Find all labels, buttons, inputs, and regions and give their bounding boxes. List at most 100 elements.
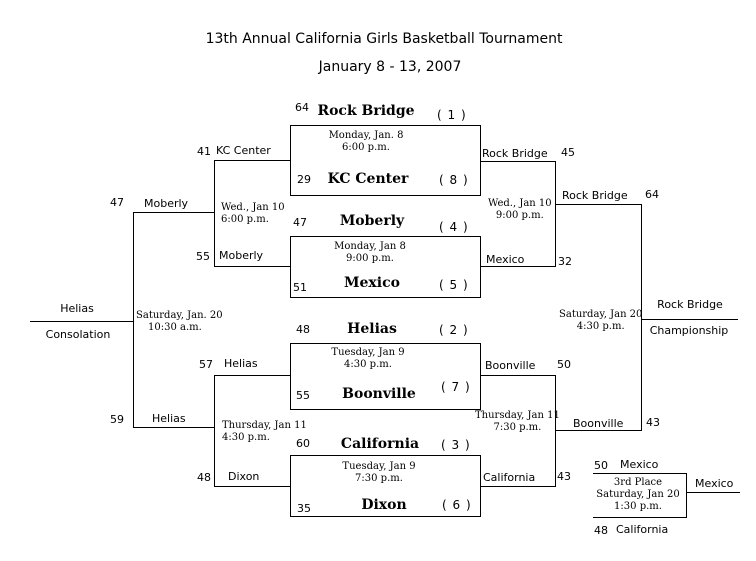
- seed: ( 1 ): [437, 108, 467, 122]
- score: 64: [295, 101, 309, 114]
- game-schedule: Tuesday, Jan 9 4:30 p.m.: [331, 347, 404, 371]
- championship-label: Championship: [649, 324, 729, 337]
- team-name: KC Center: [327, 171, 409, 187]
- seed: ( 4 ): [439, 220, 469, 234]
- game-box-3v6: [290, 455, 481, 517]
- game-time: 7:30 p.m.: [355, 473, 403, 484]
- team-name: Dixon: [361, 497, 407, 513]
- score: 55: [296, 389, 310, 402]
- game-box-1v8: [290, 125, 481, 196]
- team-name: Helias: [224, 357, 258, 370]
- team-name: Mexico: [486, 253, 525, 266]
- game-day: Wed., Jan 10: [221, 202, 285, 213]
- score: 35: [297, 502, 311, 515]
- game-day: Thursday, Jan 11: [222, 420, 307, 431]
- score: 51: [293, 281, 307, 294]
- game-day: Monday, Jan. 8: [328, 130, 404, 141]
- game-time: 10:30 a.m.: [148, 322, 202, 333]
- game-time: 4:30 p.m.: [344, 359, 392, 370]
- game-time: 9:00 p.m.: [495, 210, 544, 221]
- game-label: 3rd Place: [613, 477, 663, 488]
- team-name: Mexico: [344, 275, 400, 291]
- game-time: 4:30 p.m.: [576, 321, 625, 332]
- game-schedule: Tuesday, Jan 9 7:30 p.m.: [342, 461, 415, 485]
- team-name: Helias: [347, 321, 397, 337]
- bracket-consolation-semi-2: [214, 375, 290, 487]
- game-schedule: Monday, Jan 8 9:00 p.m.: [334, 241, 406, 265]
- bracket-consolation-final: [133, 212, 214, 428]
- bracket-winner-semi-2: [481, 375, 556, 487]
- game-box-4v5: [290, 236, 481, 298]
- team-name: Moberly: [144, 197, 189, 210]
- team-name: California: [616, 523, 669, 536]
- game-schedule: Saturday, Jan 20 4:30 p.m.: [559, 309, 642, 333]
- score: 48: [594, 524, 608, 537]
- game-time: 4:30 p.m.: [222, 432, 270, 443]
- game-day: Wed., Jan 10: [488, 198, 552, 209]
- team-name: Dixon: [228, 470, 260, 483]
- score: 47: [110, 196, 124, 209]
- bracket-championship: [556, 204, 642, 431]
- team-name: KC Center: [216, 144, 271, 157]
- score: 43: [557, 470, 571, 483]
- score: 60: [296, 437, 310, 450]
- bracket-winner-semi-1: [481, 161, 556, 267]
- score: 55: [196, 250, 210, 263]
- third-place-winner: Mexico: [695, 477, 734, 490]
- game-day: Monday, Jan 8: [334, 241, 406, 252]
- seed: ( 3 ): [441, 438, 471, 452]
- team-name: Rock Bridge: [317, 103, 415, 119]
- score: 50: [594, 459, 608, 472]
- seed: ( 5 ): [439, 278, 469, 292]
- game-schedule: Wed., Jan 10 6:00 p.m.: [221, 202, 285, 226]
- score: 57: [199, 358, 213, 371]
- consolation-label: Consolation: [45, 328, 111, 341]
- score: 41: [197, 145, 211, 158]
- score: 47: [293, 216, 307, 229]
- score: 50: [557, 358, 571, 371]
- bracket-title: 13th Annual California Girls Basketball …: [205, 31, 563, 47]
- team-name: Helias: [152, 412, 186, 425]
- seed: ( 7 ): [441, 380, 471, 394]
- score: 48: [197, 471, 211, 484]
- game-day: Saturday, Jan 20: [596, 489, 680, 500]
- team-name: Rock Bridge: [562, 189, 628, 202]
- score: 48: [296, 323, 310, 336]
- game-day: Tuesday, Jan 9: [331, 347, 405, 358]
- seed: ( 8 ): [439, 173, 469, 187]
- team-name: Rock Bridge: [482, 147, 548, 160]
- team-name: Moberly: [339, 213, 405, 229]
- bracket-consolation-semi-1: [214, 160, 290, 267]
- score: 29: [297, 173, 311, 186]
- team-name: Boonville: [485, 359, 536, 372]
- game-time: 1:30 p.m.: [614, 501, 662, 512]
- game-schedule: Saturday, Jan. 20 10:30 a.m.: [136, 310, 223, 334]
- score: 32: [558, 255, 572, 268]
- score: 45: [561, 146, 575, 159]
- game-time: 6:00 p.m.: [221, 214, 269, 225]
- game-time: 9:00 p.m.: [346, 253, 394, 264]
- game-schedule: Monday, Jan. 8 6:00 p.m.: [329, 130, 404, 154]
- score: 59: [110, 413, 124, 426]
- game-schedule: Thursday, Jan 11 7:30 p.m.: [475, 410, 560, 434]
- game-box-2v7: [290, 343, 481, 410]
- game-time: 7:30 p.m.: [493, 422, 542, 433]
- team-name: Mexico: [620, 458, 659, 471]
- game-schedule: Thursday, Jan 11 4:30 p.m.: [222, 420, 307, 444]
- team-name: California: [483, 471, 536, 484]
- seed: ( 2 ): [439, 323, 469, 337]
- game-schedule: Wed., Jan 10 9:00 p.m.: [488, 198, 552, 222]
- champion: Rock Bridge: [657, 298, 723, 311]
- game-schedule: 3rd Place Saturday, Jan 20 1:30 p.m.: [596, 477, 679, 513]
- score: 43: [646, 416, 660, 429]
- game-day: Tuesday, Jan 9: [342, 461, 416, 472]
- game-day: Saturday, Jan. 20: [136, 310, 223, 321]
- seed: ( 6 ): [442, 498, 472, 512]
- game-day: Thursday, Jan 11: [475, 410, 560, 421]
- game-day: Saturday, Jan 20: [559, 309, 643, 320]
- score: 64: [645, 188, 659, 201]
- team-name: California: [340, 436, 420, 452]
- bracket-third-place: [593, 473, 687, 518]
